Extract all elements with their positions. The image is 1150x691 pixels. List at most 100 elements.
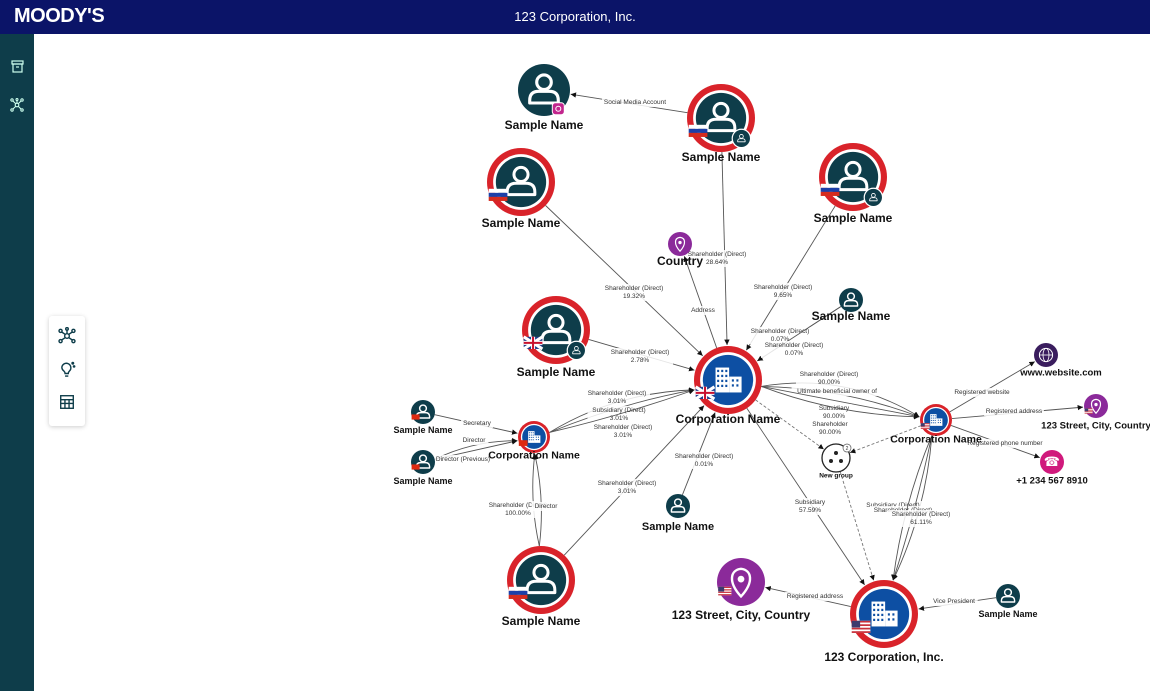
edge-label: Shareholder (Direct) <box>594 424 653 431</box>
node-person-p10[interactable]: Sample Name <box>502 546 581 628</box>
node-person-p3[interactable]: Sample Name <box>482 148 561 230</box>
pin-dot <box>1094 402 1098 407</box>
table-icon[interactable] <box>57 392 77 412</box>
node-person-p8[interactable]: Sample Name <box>393 450 453 486</box>
edge-label-bg <box>601 284 667 301</box>
edge-label: Registered address <box>986 408 1043 415</box>
edge-label: Director <box>535 503 559 510</box>
edge-label: 3.01% <box>618 488 637 495</box>
node-location-country[interactable]: Country <box>657 232 703 268</box>
flag-stripe <box>508 594 528 599</box>
node-corp-corp1[interactable]: Corporation Name <box>676 346 781 426</box>
moodys-logo[interactable]: MOODY'S <box>14 5 105 27</box>
archive-icon[interactable] <box>8 57 26 75</box>
edge-label-bg <box>810 420 850 437</box>
node-person-p5[interactable]: Sample Name <box>812 288 891 323</box>
flag-stripe <box>1084 411 1093 413</box>
building-window <box>530 436 532 438</box>
edge-corp3-corp4[interactable]: Shareholder (Direct)61.11% <box>888 435 954 581</box>
edge-p9-corp1[interactable]: Shareholder (Direct)0.01% <box>671 412 737 496</box>
node-corp-corp3[interactable]: Corporation Name <box>890 404 982 446</box>
edge-p10-corp1[interactable]: Shareholder (Direct) 3.01% <box>563 405 705 556</box>
edge-label: Shareholder (Direct) <box>765 342 824 349</box>
group-dot-icon <box>829 459 833 463</box>
node-person-p11[interactable]: Sample Name <box>978 584 1038 619</box>
edge-label: Subsidiary <box>819 405 850 412</box>
node-web-web[interactable]: www.website.com <box>1019 343 1102 378</box>
person-head <box>547 313 565 332</box>
edge-corp1-corp3[interactable]: Shareholder (Direct)90.00% <box>761 370 920 418</box>
person-body <box>572 350 581 355</box>
building-window <box>725 379 728 383</box>
edge-p2-p1[interactable]: Social Media Account <box>570 92 688 114</box>
edge-p8-corp2[interactable]: Director (Previous) <box>431 439 518 464</box>
network-layout-icon[interactable] <box>57 326 77 346</box>
edge-corp1-group[interactable] <box>755 399 825 450</box>
edge-line <box>755 399 825 450</box>
flag-us-icon <box>718 586 732 596</box>
edge-label: Subsidiary <box>795 499 826 506</box>
edge-p6-corp1[interactable]: Shareholder (Direct)2.78% <box>588 339 695 372</box>
globe-icon <box>1038 347 1054 363</box>
flag-canton <box>920 423 925 427</box>
network-icon[interactable] <box>8 96 26 114</box>
edge-label: 90.00% <box>823 413 845 420</box>
edge-corp2-corp1[interactable]: Shareholder (Direct)3.01% <box>549 389 695 440</box>
building-window <box>932 419 934 421</box>
person-icon <box>572 346 581 355</box>
node-label: www.website.com <box>1019 367 1101 378</box>
node-corp-corp4[interactable]: 123 Corporation, Inc. <box>824 580 944 664</box>
node-person-p9[interactable]: Sample Name <box>642 494 714 533</box>
edge-corp3-addr2[interactable]: Registered address <box>951 404 1084 420</box>
building-window <box>881 613 884 617</box>
node-corp-corp2[interactable]: Corporation Name <box>488 421 580 462</box>
pin-dot <box>678 240 682 245</box>
edge-corp1-country[interactable]: Address <box>683 256 718 349</box>
edge-p11-corp4[interactable]: Vice President <box>918 597 997 611</box>
building-window <box>881 603 884 607</box>
edge-corp1-corp3[interactable]: Ultimate beneficial owner of <box>761 385 920 418</box>
insights-bulb-icon[interactable] <box>57 359 77 379</box>
edge-p5-corp1[interactable]: Shareholder (Direct)0.07% <box>757 306 842 362</box>
building-window <box>932 422 934 424</box>
building-window <box>930 417 932 419</box>
edge-p3-corp1[interactable]: Shareholder (Direct)19.32% <box>545 205 704 357</box>
edge-label: Address <box>691 307 716 314</box>
edge-p7-corp2[interactable]: Secretary <box>434 414 518 435</box>
person-head <box>574 346 579 351</box>
edge-corp3-web[interactable]: Registered website <box>949 361 1036 413</box>
edge-label: Registered phone number <box>967 440 1043 447</box>
node-person-p2[interactable]: Sample Name <box>682 84 761 164</box>
edge-group-corp4[interactable] <box>839 471 875 581</box>
node-person-p6[interactable]: Sample Name <box>517 296 596 379</box>
edge-line <box>721 151 730 346</box>
edge-p10-corp2[interactable]: Director <box>531 453 561 547</box>
node-person-p4[interactable]: Sample Name <box>814 143 893 225</box>
flag-us-icon <box>851 620 871 633</box>
node-location-addr1[interactable]: 123 Street, City, Country <box>672 558 811 622</box>
edge-corp4-addr1[interactable]: Registered address <box>765 586 851 608</box>
edge-corp2-corp1[interactable]: Shareholder (Direct)3.01% <box>549 387 695 433</box>
edge-corp3-group[interactable] <box>849 425 922 454</box>
building-annex <box>534 435 541 443</box>
location-pin-icon <box>674 236 686 253</box>
node-label: Sample Name <box>682 150 761 164</box>
node-location-addr2[interactable]: 123 Street, City, Country <box>1041 394 1150 431</box>
person-head <box>535 73 553 92</box>
edge-label: 9.65% <box>774 292 793 299</box>
edge-line <box>849 425 922 454</box>
node-person-p1[interactable]: Sample Name <box>505 64 584 132</box>
edge-p2-corp1[interactable]: Shareholder (Direct)28.64% <box>684 151 750 346</box>
edge-corp3-phone[interactable]: Registered phone number <box>950 425 1043 459</box>
person-body <box>705 117 737 133</box>
node-person-p7[interactable]: Sample Name <box>393 400 453 435</box>
edge-label-bg <box>690 306 716 315</box>
flag-stripe <box>718 589 732 591</box>
node-phone-phone[interactable]: ☎+1 234 567 8910 <box>1016 450 1088 486</box>
